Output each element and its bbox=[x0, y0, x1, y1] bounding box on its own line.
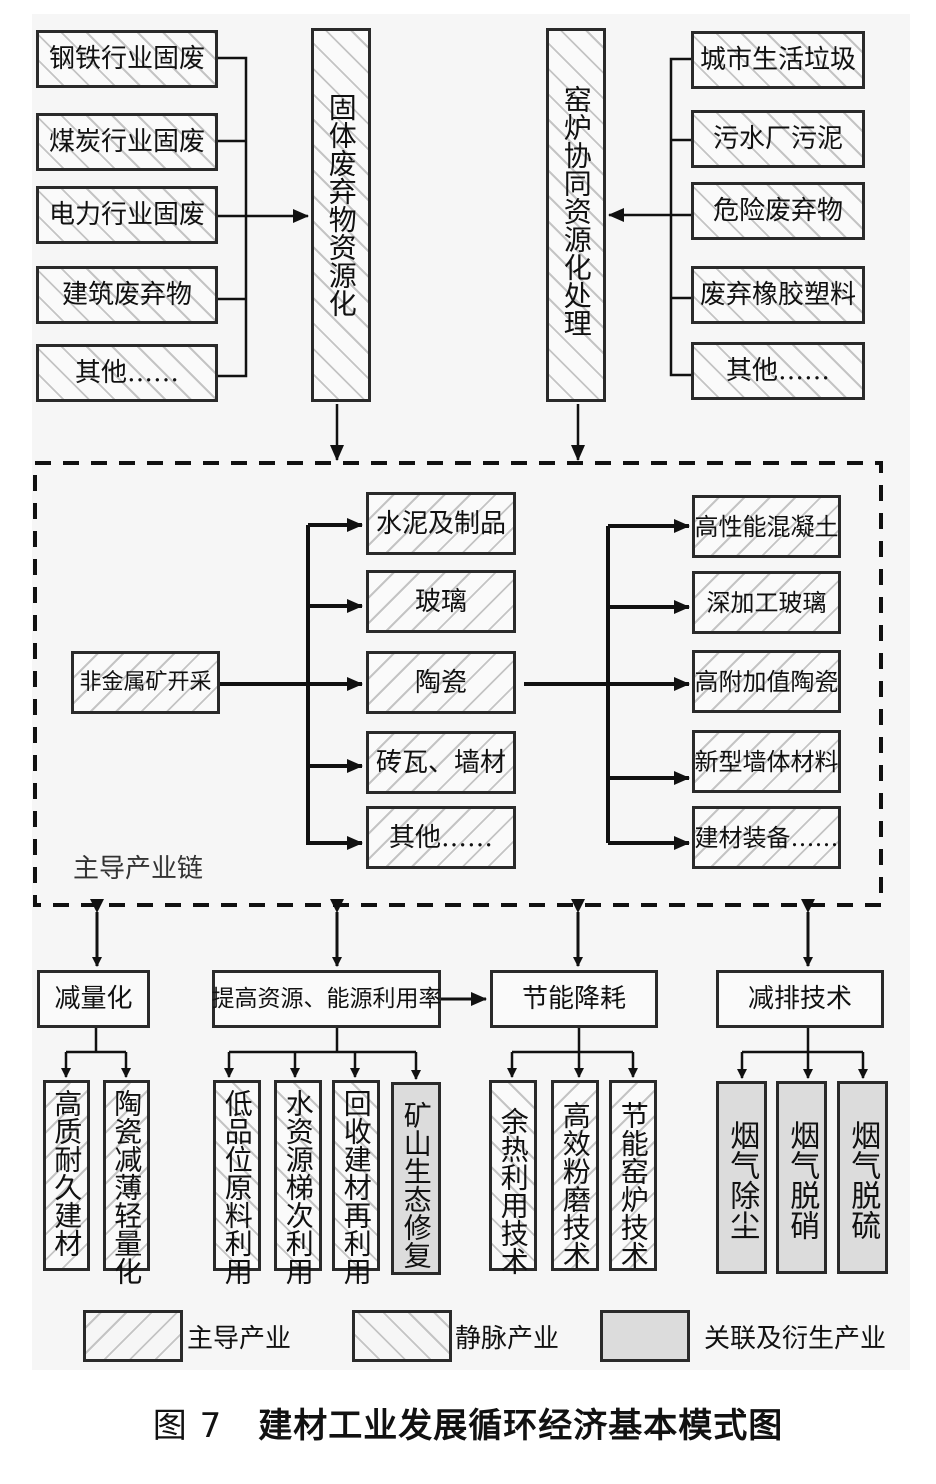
primary-label: 陶瓷 bbox=[414, 667, 467, 698]
advanced-label: 建材装备…… bbox=[694, 823, 839, 852]
advanced-glass: 深加工玻璃 bbox=[692, 571, 841, 634]
group-emission-reduction: 减排技术 bbox=[716, 970, 884, 1028]
advanced-label: 高性能混凝土 bbox=[694, 512, 839, 541]
source-label: 废弃橡胶塑料 bbox=[699, 280, 856, 310]
item-label: 低品位原料利用 bbox=[220, 1089, 254, 1285]
source-label: 电力行业固废 bbox=[48, 200, 205, 230]
source-box-rubber-plastic: 废弃橡胶塑料 bbox=[691, 266, 865, 324]
source-label: 钢铁行业固废 bbox=[48, 44, 205, 74]
figure-caption: 图 7 建材工业发展循环经济基本模式图 bbox=[0, 1398, 936, 1447]
item-label: 陶瓷减薄轻量化 bbox=[110, 1089, 144, 1285]
item-desulfurization: 烟气脱硫 bbox=[837, 1081, 888, 1274]
item-label: 烟气脱硝 bbox=[784, 1120, 820, 1240]
source-box-hazardous: 危险废弃物 bbox=[691, 182, 865, 240]
group-title: 减量化 bbox=[54, 984, 133, 1014]
primary-label: 水泥及制品 bbox=[375, 508, 506, 539]
source-box-other-right: 其他…… bbox=[691, 342, 865, 400]
advanced-concrete: 高性能混凝土 bbox=[692, 495, 841, 558]
item-label: 矿山生态修复 bbox=[399, 1101, 433, 1269]
item-label: 高质耐久建材 bbox=[50, 1089, 84, 1257]
primary-label: 其他…… bbox=[388, 822, 493, 853]
item-denitrification: 烟气脱硝 bbox=[776, 1081, 827, 1274]
primary-label: 玻璃 bbox=[414, 586, 467, 617]
process-solid-waste: 固体废弃物资源化 bbox=[311, 28, 371, 402]
primary-bricks: 砖瓦、墙材 bbox=[366, 731, 516, 794]
group-title: 减排技术 bbox=[747, 984, 852, 1014]
item-water-cascade: 水资源梯次利用 bbox=[274, 1080, 322, 1285]
primary-cement: 水泥及制品 bbox=[366, 492, 516, 555]
source-box-power: 电力行业固废 bbox=[36, 186, 218, 244]
group-reduction: 减量化 bbox=[37, 970, 150, 1028]
chain-origin-mining: 非金属矿开采 bbox=[71, 651, 220, 714]
source-box-sludge: 污水厂污泥 bbox=[691, 110, 865, 168]
legend-swatch-derived bbox=[600, 1310, 690, 1362]
item-label: 烟气除尘 bbox=[724, 1120, 760, 1240]
source-box-coal: 煤炭行业固废 bbox=[36, 113, 218, 171]
group-title: 节能降耗 bbox=[521, 984, 626, 1014]
source-label: 其他…… bbox=[725, 356, 830, 386]
source-label: 其他…… bbox=[74, 358, 179, 388]
item-efficient-grinding: 高效粉磨技术 bbox=[551, 1080, 599, 1271]
item-label: 水资源梯次利用 bbox=[281, 1089, 315, 1285]
item-durable-materials: 高质耐久建材 bbox=[43, 1080, 90, 1271]
figure-title: 建材工业发展循环经济基本模式图 bbox=[258, 1406, 784, 1446]
source-box-municipal: 城市生活垃圾 bbox=[691, 31, 865, 89]
legend-label-vein: 静脉产业 bbox=[455, 1324, 560, 1354]
item-mine-restoration: 矿山生态修复 bbox=[391, 1082, 441, 1275]
source-label: 危险废弃物 bbox=[712, 196, 843, 226]
item-dust-removal: 烟气除尘 bbox=[716, 1081, 767, 1274]
process-label: 窑炉协同资源化处理 bbox=[559, 85, 593, 337]
source-box-construction: 建筑废弃物 bbox=[36, 266, 218, 324]
legend-swatch-lead bbox=[83, 1310, 183, 1362]
origin-label: 非金属矿开采 bbox=[79, 669, 212, 695]
legend-label-lead: 主导产业 bbox=[187, 1324, 292, 1354]
advanced-label: 深加工玻璃 bbox=[706, 588, 827, 617]
legend-swatch-vein bbox=[352, 1310, 452, 1362]
primary-other: 其他…… bbox=[366, 806, 516, 869]
advanced-wall-materials: 新型墙体材料 bbox=[692, 730, 841, 793]
group-efficiency: 提高资源、能源利用率 bbox=[211, 970, 442, 1028]
item-label: 烟气脱硫 bbox=[845, 1120, 881, 1240]
primary-glass: 玻璃 bbox=[366, 570, 516, 633]
item-label: 回收建材再利用 bbox=[339, 1089, 373, 1285]
advanced-ceramics: 高附加值陶瓷 bbox=[692, 650, 841, 713]
item-recycled-materials: 回收建材再利用 bbox=[332, 1080, 380, 1285]
advanced-equipment: 建材装备…… bbox=[692, 806, 841, 869]
item-low-grade: 低品位原料利用 bbox=[213, 1080, 261, 1285]
figure-number: 图 7 bbox=[152, 1406, 223, 1446]
item-thin-ceramics: 陶瓷减薄轻量化 bbox=[103, 1080, 150, 1285]
item-label: 高效粉磨技术 bbox=[558, 1101, 592, 1269]
group-title: 提高资源、能源利用率 bbox=[211, 985, 442, 1012]
primary-label: 砖瓦、墙材 bbox=[375, 747, 506, 778]
group-energy-saving: 节能降耗 bbox=[490, 970, 658, 1028]
item-label: 节能窑炉技术 bbox=[616, 1101, 650, 1269]
process-kiln-coprocessing: 窑炉协同资源化处理 bbox=[546, 28, 606, 402]
source-box-steel: 钢铁行业固废 bbox=[36, 30, 218, 88]
source-label: 煤炭行业固废 bbox=[48, 127, 205, 157]
primary-ceramics: 陶瓷 bbox=[366, 651, 516, 714]
item-waste-heat: 余热利用技术 bbox=[489, 1080, 537, 1275]
source-label: 建筑废弃物 bbox=[61, 280, 192, 310]
advanced-label: 高附加值陶瓷 bbox=[694, 667, 839, 696]
chain-label: 主导产业链 bbox=[73, 854, 204, 884]
source-label: 城市生活垃圾 bbox=[699, 45, 856, 75]
process-label: 固体废弃物资源化 bbox=[324, 93, 358, 317]
source-label: 污水厂污泥 bbox=[712, 124, 843, 154]
source-box-other-left: 其他…… bbox=[36, 344, 218, 402]
item-label: 余热利用技术 bbox=[496, 1107, 530, 1275]
item-energy-kiln: 节能窑炉技术 bbox=[609, 1080, 657, 1271]
legend-label-derived: 关联及衍生产业 bbox=[704, 1324, 887, 1354]
advanced-label: 新型墙体材料 bbox=[694, 747, 839, 776]
